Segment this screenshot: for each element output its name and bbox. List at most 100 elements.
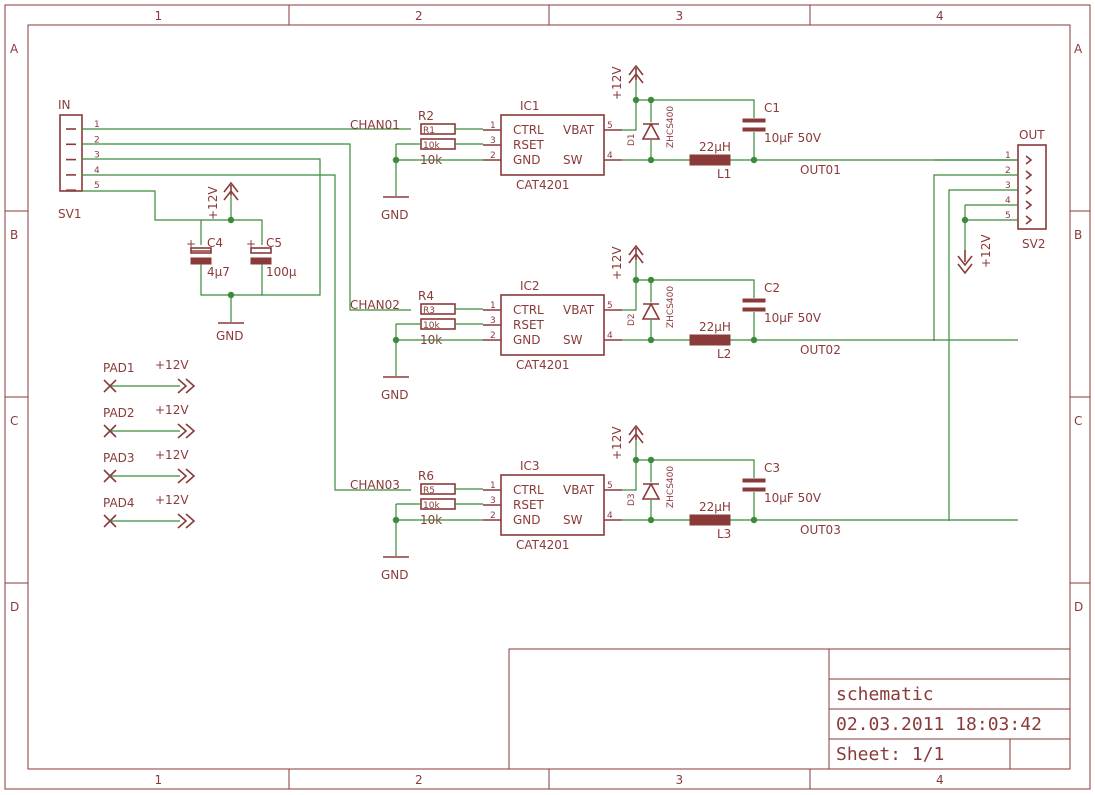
ground-label: GND bbox=[381, 568, 409, 582]
net-chan02: CHAN02 bbox=[350, 298, 400, 312]
diode-name: D3 bbox=[627, 493, 637, 506]
cap-plate-bottom bbox=[742, 487, 766, 492]
ic-pin-number: 1 bbox=[490, 121, 496, 131]
output-nets: +12V bbox=[933, 174, 1018, 521]
net-out-label: OUT02 bbox=[800, 343, 841, 357]
ic-pin-label: CTRL bbox=[513, 123, 544, 137]
diode-value: ZHCS400 bbox=[666, 106, 676, 148]
resistor-top-name: R4 bbox=[418, 289, 434, 303]
junction bbox=[632, 276, 640, 284]
net-chan03: CHAN03 bbox=[350, 478, 400, 492]
frame-col-top: 1 bbox=[155, 9, 163, 23]
pad-name: PAD4 bbox=[103, 496, 135, 510]
ic-pin-number: 5 bbox=[607, 121, 613, 131]
cap-value: 10µF 50V bbox=[764, 491, 822, 505]
svg-text:+: + bbox=[186, 237, 196, 251]
input-nets: CHAN01 CHAN02 CHAN03 bbox=[82, 118, 411, 492]
pad-rail-label: +12V bbox=[155, 403, 189, 417]
out-rail-label: +12V bbox=[979, 234, 993, 268]
pad-rail-label: +12V bbox=[155, 448, 189, 462]
frame-row-left: D bbox=[10, 600, 19, 614]
ic-pin-number: 1 bbox=[490, 301, 496, 311]
cap-name: C3 bbox=[764, 461, 780, 475]
channel-rail-label: +12V bbox=[610, 246, 624, 280]
junction bbox=[647, 336, 655, 344]
ic-pin-label: RSET bbox=[513, 138, 545, 152]
frame-row-right: D bbox=[1074, 600, 1083, 614]
frame-col-bottom: 3 bbox=[676, 773, 684, 787]
pad-rail-arrow-icon bbox=[177, 468, 196, 484]
inductor-name: L1 bbox=[717, 167, 731, 181]
supply-arrow-symbol bbox=[628, 424, 644, 444]
channel-input-wires bbox=[395, 488, 483, 556]
frame-row-right: C bbox=[1074, 414, 1082, 428]
channel-output-wires bbox=[622, 260, 1018, 341]
ground-label: GND bbox=[381, 208, 409, 222]
ic-pin-number: 1 bbox=[490, 481, 496, 491]
title-block: schematic 02.03.2011 18:03:42 Sheet: 1/1 bbox=[508, 648, 1071, 770]
inductor-name: L2 bbox=[717, 347, 731, 361]
frame-col-top: 2 bbox=[415, 9, 423, 23]
sv2-pin bbox=[1025, 215, 1033, 225]
connector-sv1-name: SV1 bbox=[58, 207, 81, 221]
channel-output-wires bbox=[622, 80, 1018, 161]
ic-pin-label: GND bbox=[513, 153, 541, 167]
diode-symbol bbox=[641, 122, 661, 140]
ic-pin-number: 2 bbox=[490, 151, 496, 161]
sv2-pin bbox=[1025, 170, 1033, 180]
ic-pin-number: 4 bbox=[607, 511, 613, 521]
cap-plate-top bbox=[742, 298, 766, 303]
connector-sv2-value: OUT bbox=[1019, 128, 1045, 142]
title-block-title: schematic bbox=[836, 684, 934, 705]
ic-pin-label: CTRL bbox=[513, 483, 544, 497]
inductor-value: 22µH bbox=[699, 140, 731, 154]
inductor-symbol bbox=[689, 154, 731, 166]
ic-name: IC2 bbox=[520, 279, 540, 293]
channel-input-wires bbox=[395, 308, 483, 376]
channel-rail-label: +12V bbox=[610, 426, 624, 460]
ic-pin-label: VBAT bbox=[563, 303, 595, 317]
ic-pin-number: 2 bbox=[490, 331, 496, 341]
frame-row-right: A bbox=[1074, 42, 1083, 56]
ic-pin-label: VBAT bbox=[563, 123, 595, 137]
inductor-name: L3 bbox=[717, 527, 731, 541]
cap-plate-top bbox=[742, 478, 766, 483]
title-block-sheet: Sheet: 1/1 bbox=[836, 744, 944, 765]
sv1-pin-number: 4 bbox=[94, 166, 100, 176]
frame-col-top: 4 bbox=[936, 9, 944, 23]
frame-row-left: C bbox=[10, 414, 18, 428]
frame-col-bottom: 1 bbox=[155, 773, 163, 787]
ic-pin-label: RSET bbox=[513, 318, 545, 332]
sv1-pin-number: 2 bbox=[94, 135, 100, 145]
diode-symbol bbox=[641, 302, 661, 320]
pad-rail-arrow-icon bbox=[177, 513, 196, 529]
inductor-symbol bbox=[689, 514, 731, 526]
ic-pin-number: 4 bbox=[607, 151, 613, 161]
supply-arrow-symbol bbox=[628, 244, 644, 264]
supply-rail-label: +12V bbox=[206, 186, 220, 220]
ic-pin-number: 5 bbox=[607, 301, 613, 311]
c4-name: C4 bbox=[207, 236, 223, 250]
channel-output-wires bbox=[622, 440, 1018, 521]
ic-pin-label: SW bbox=[563, 153, 583, 167]
resistor-top-value: R5 bbox=[423, 486, 435, 496]
resistor-bottom-value: 10k bbox=[423, 501, 440, 511]
channel-rail-label: +12V bbox=[610, 66, 624, 100]
resistor-top-value: R3 bbox=[423, 306, 435, 316]
ground-label: GND bbox=[381, 388, 409, 402]
resistor-top-name: R6 bbox=[418, 469, 434, 483]
junction bbox=[647, 96, 655, 104]
test-pad: PAD3+12V bbox=[103, 448, 196, 484]
sv2-pin bbox=[1025, 185, 1033, 195]
junction bbox=[750, 336, 758, 344]
resistor-top-name: R2 bbox=[418, 109, 434, 123]
ic-pin-label: SW bbox=[563, 513, 583, 527]
c5-value: 100µ bbox=[266, 265, 297, 279]
junction bbox=[392, 156, 400, 164]
junction bbox=[392, 516, 400, 524]
ic-pin-label: CTRL bbox=[513, 303, 544, 317]
sv2-pin-number: 4 bbox=[1005, 196, 1011, 206]
